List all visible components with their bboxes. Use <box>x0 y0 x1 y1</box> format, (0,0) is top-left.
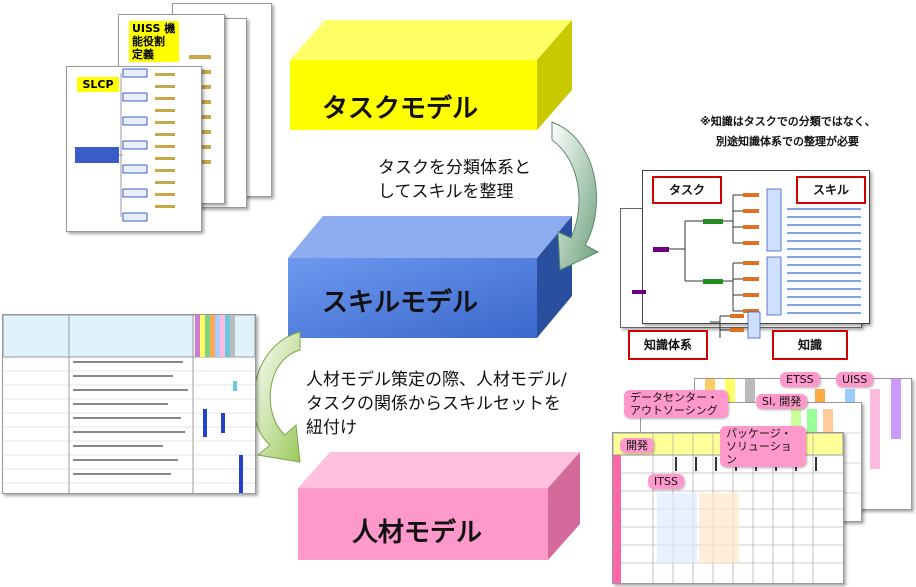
skill-model-box <box>288 216 572 338</box>
task-model-label: タスクモデル <box>322 94 479 124</box>
tree-knowledge-system-label: 知識体系 <box>628 330 708 360</box>
note-task-to-skill: タスクを分類体系と してスキルを整理 <box>378 156 531 204</box>
callout-dev: 開発 <box>620 438 654 453</box>
tree-task-label: タスク <box>652 176 722 204</box>
note-skill-to-human: 人材モデル策定の際、人材モデル/ タスクの関係からスキルセットを 紐付け <box>306 368 567 440</box>
note-line: ※知識はタスクでの分類ではなく、 <box>700 115 876 128</box>
note-line: 人材モデル策定の際、人材モデル/ <box>306 370 567 390</box>
tree-lines <box>653 188 861 316</box>
skill-model-label: スキルモデル <box>322 288 479 318</box>
spreadsheet-grid <box>2 314 256 493</box>
task-model-box <box>290 20 572 130</box>
human-model-label: 人材モデル <box>352 518 483 548</box>
note-line: タスクの関係からスキルセットを <box>306 394 561 414</box>
human-model-box <box>298 452 580 560</box>
callout-package: パッケージ・ソリューション <box>720 426 806 467</box>
tree-knowledge-label: 知識 <box>772 330 848 360</box>
doc-slcp-tree <box>75 68 175 222</box>
doc-slcp: SLCP <box>66 66 202 232</box>
callout-itss: ITSS <box>648 474 684 489</box>
tree-skill-label: スキル <box>796 176 866 204</box>
callout-si-dev: SI, 開発 <box>756 394 808 409</box>
knowledge-tree-lines <box>632 290 761 339</box>
uiss-doc-tag: UISS 機能役割 定義 <box>129 21 179 62</box>
note-line: 紐付け <box>306 418 357 438</box>
callout-etss: ETSS <box>780 372 820 387</box>
note-line: タスクを分類体系と <box>378 158 531 178</box>
note-line: 別途知識体系での整理が必要 <box>716 135 859 148</box>
note-line: してスキルを整理 <box>378 182 514 202</box>
callout-uiss: UISS <box>836 372 874 387</box>
callout-datacenter: データセンター・アウトソーシング <box>624 390 728 418</box>
arrow-task-to-skill <box>551 121 600 271</box>
slcp-doc-tag: SLCP <box>77 77 119 92</box>
note-knowledge: ※知識はタスクでの分類ではなく、 別途知識体系での整理が必要 <box>700 112 876 152</box>
skill-spreadsheet <box>2 314 256 494</box>
arrow-skill-to-human <box>252 331 301 463</box>
